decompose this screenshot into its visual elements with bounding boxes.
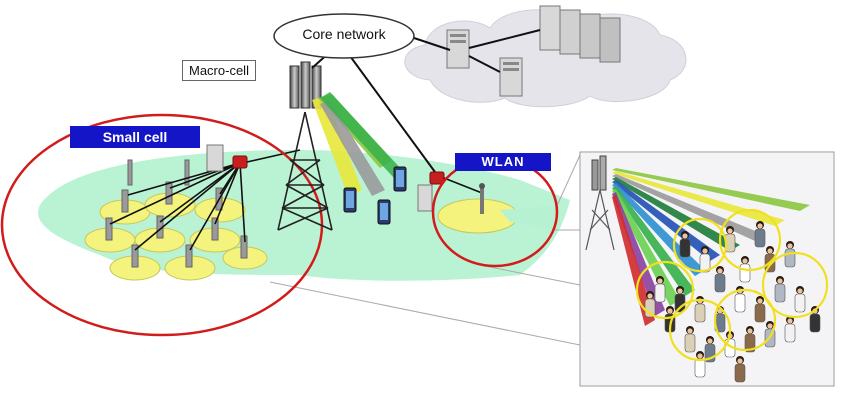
wlan-label: WLAN bbox=[455, 153, 551, 171]
server-icon bbox=[446, 29, 470, 69]
beam bbox=[612, 192, 665, 316]
person-icon bbox=[754, 221, 766, 248]
person-icon bbox=[674, 286, 686, 313]
tower-icon bbox=[277, 61, 333, 231]
person-icon bbox=[774, 276, 786, 303]
person-icon bbox=[694, 351, 706, 378]
tower-icon bbox=[585, 155, 615, 251]
small-cell-label: Small cell bbox=[70, 126, 200, 148]
beam bbox=[612, 180, 720, 261]
core-links bbox=[407, 29, 541, 73]
server-icon bbox=[417, 184, 433, 212]
person-icon bbox=[794, 286, 806, 313]
server-icon bbox=[539, 5, 621, 63]
server-icon bbox=[206, 144, 224, 172]
beam-zones bbox=[635, 208, 829, 362]
detail-beams bbox=[612, 168, 810, 326]
person-icon bbox=[714, 266, 726, 293]
person-icon bbox=[704, 336, 716, 363]
wlan-router bbox=[417, 171, 445, 212]
macro-beams bbox=[312, 92, 402, 196]
core-network-bubble bbox=[273, 13, 415, 59]
server-icon bbox=[499, 57, 523, 97]
beam bbox=[612, 195, 655, 326]
person-icon bbox=[754, 296, 766, 323]
beam bbox=[612, 189, 680, 306]
backhaul-link bbox=[246, 149, 301, 163]
wlan-link bbox=[443, 177, 483, 194]
beam bbox=[612, 171, 785, 226]
core-network-label: Core network bbox=[302, 26, 386, 42]
beam bbox=[612, 177, 740, 251]
beam bbox=[612, 174, 765, 241]
smartphone-icon bbox=[377, 199, 391, 225]
person-icon bbox=[784, 316, 796, 343]
person-icon bbox=[734, 356, 746, 383]
person-icon bbox=[684, 326, 696, 353]
person-icon bbox=[744, 326, 756, 353]
access-point-icon bbox=[479, 183, 485, 214]
person-icon bbox=[679, 231, 691, 258]
person-icon bbox=[699, 246, 711, 273]
macro-cell-label: Macro-cell bbox=[182, 60, 256, 81]
beam bbox=[612, 186, 695, 296]
projection-lines bbox=[269, 154, 581, 346]
router-icon bbox=[232, 155, 248, 169]
person-icon bbox=[654, 276, 666, 303]
wlan-notch bbox=[500, 205, 560, 230]
beam bbox=[612, 168, 810, 211]
smartphone-icon bbox=[343, 187, 357, 213]
smartphone-icon bbox=[393, 166, 407, 192]
